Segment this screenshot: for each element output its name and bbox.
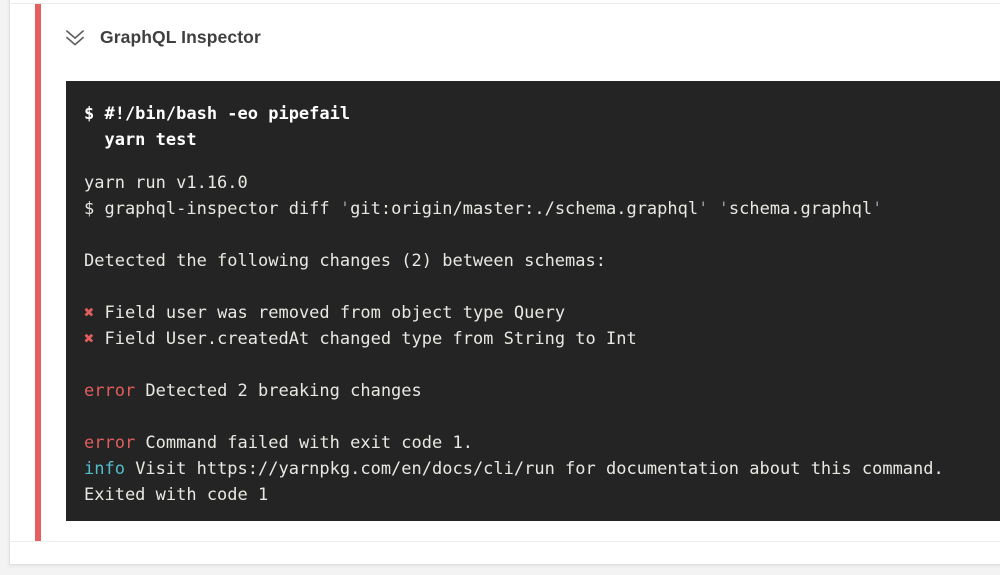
step-row-bottom-divider xyxy=(10,541,1000,542)
double-chevron-down-icon[interactable] xyxy=(62,24,88,50)
step-row-top-divider xyxy=(10,3,1000,4)
terminal-log: yarn run v1.16.0 $ graphql-inspector dif… xyxy=(84,173,944,505)
terminal-command: $ #!/bin/bash -eo pipefail yarn test xyxy=(84,104,351,150)
failed-step-indicator xyxy=(35,4,41,541)
step-title: GraphQL Inspector xyxy=(100,26,261,47)
terminal-output: $ #!/bin/bash -eo pipefail yarn test yar… xyxy=(66,81,1000,521)
step-header[interactable]: GraphQL Inspector xyxy=(62,22,261,52)
